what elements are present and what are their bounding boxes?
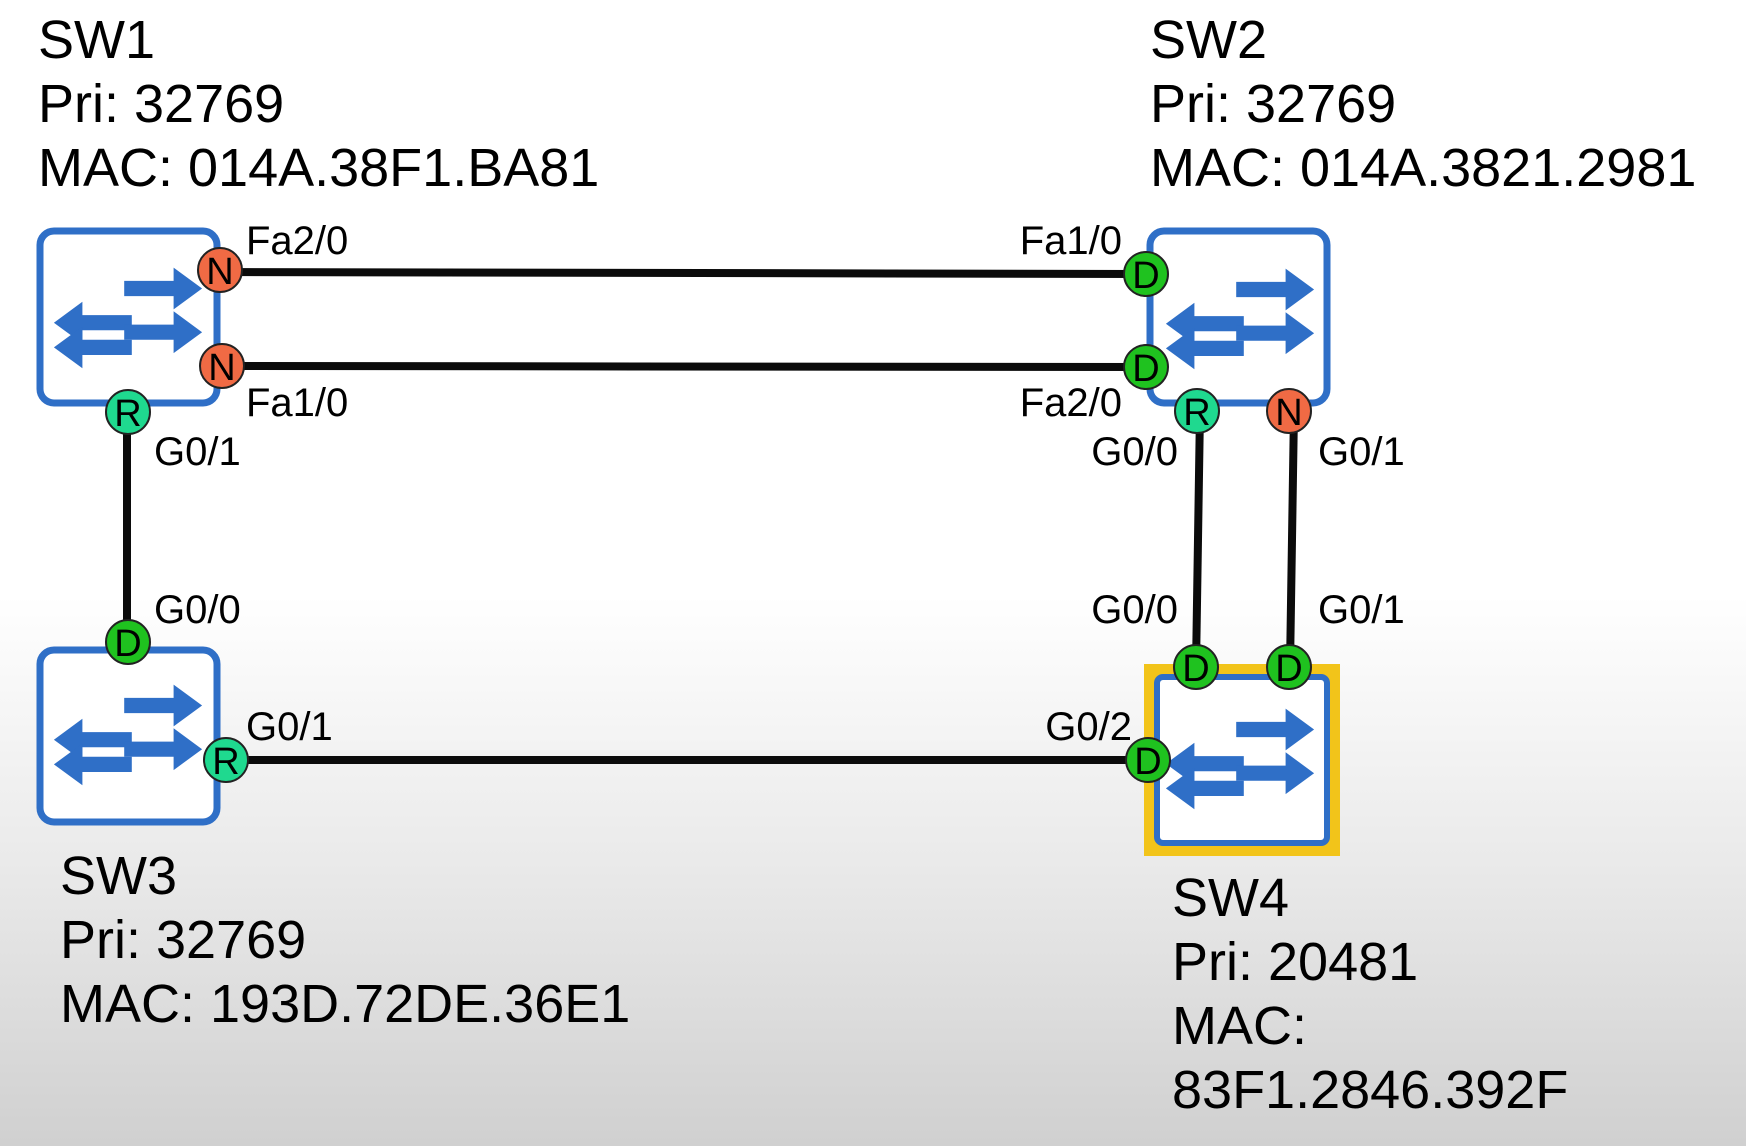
port-role-label: R [114,393,141,435]
port-label-sw3-g0-0: G0/0 [154,588,241,632]
port-label-sw2-g0-1: G0/1 [1318,430,1405,474]
port-label-sw2-fa2-0: Fa2/0 [1019,381,1122,425]
port-marker-sw2-fa2-0[interactable]: D [1123,344,1169,390]
switch-mac: MAC: 014A.3821.2981 [1150,138,1697,198]
port-marker-sw4-g0-2[interactable]: D [1125,737,1171,783]
port-role-label: N [208,347,235,389]
port-role-label: D [1132,348,1159,390]
switch-priority: Pri: 32769 [38,74,285,134]
link-sw2-g0-1-sw4-g0-1 [1286,410,1298,668]
port-role-label: N [206,251,233,293]
link-sw1-fa1-0-sw2-fa2-0 [221,362,1146,371]
switch-sw2[interactable] [1146,227,1331,407]
port-label-sw1-fa1-0: Fa1/0 [246,381,349,425]
port-marker-sw2-g0-1[interactable]: N [1266,388,1312,434]
switch-name: SW2 [1150,10,1268,70]
port-role-label: N [1275,392,1302,434]
switch-priority: Pri: 20481 [1172,932,1419,992]
switch-sw4[interactable] [1144,664,1340,856]
switch-sw3[interactable] [36,646,221,826]
port-role-label: D [1134,741,1161,783]
port-marker-sw2-g0-0[interactable]: R [1174,388,1220,434]
port-label-sw1-fa2-0: Fa2/0 [246,219,349,263]
switch-info-sw2: SW2 Pri: 32769 MAC: 014A.3821.2981 [1150,8,1696,200]
switch-mac: MAC: 193D.72DE.36E1 [60,974,631,1034]
port-role-label: D [1275,648,1302,690]
port-label-sw4-g0-1: G0/1 [1318,588,1405,632]
port-label-sw1-g0-1: G0/1 [154,430,241,474]
port-role-label: D [1132,255,1159,297]
port-marker-sw1-fa2-0[interactable]: N [197,247,243,293]
port-label-sw3-g0-1: G0/1 [246,705,333,749]
port-marker-sw4-g0-1[interactable]: D [1266,644,1312,690]
link-sw1-fa2-0-sw2-fa1-0 [219,268,1146,278]
port-marker-sw3-g0-1[interactable]: R [203,737,249,783]
switch-mac: 83F1.2846.392F [1172,1060,1569,1120]
port-markers: N N R D D R N [105,247,1312,783]
port-label-sw2-g0-0: G0/0 [1091,430,1178,474]
port-marker-sw3-g0-0[interactable]: D [105,619,151,665]
port-role-label: D [114,623,141,665]
switch-info-sw4: SW4 Pri: 20481 MAC: 83F1.2846.392F [1172,866,1568,1122]
switch-mac: MAC: 014A.38F1.BA81 [38,138,600,198]
switch-info-sw3: SW3 Pri: 32769 MAC: 193D.72DE.36E1 [60,844,630,1036]
port-label-sw4-g0-2: G0/2 [1045,705,1132,749]
switch-info-sw1: SW1 Pri: 32769 MAC: 014A.38F1.BA81 [38,8,599,200]
switch-mac-label: MAC: [1172,996,1307,1056]
port-marker-sw4-g0-0[interactable]: D [1173,644,1219,690]
links [123,268,1298,764]
port-role-label: D [1182,648,1209,690]
switch-name: SW1 [38,10,156,70]
switch-priority: Pri: 32769 [1150,74,1397,134]
port-marker-sw1-fa1-0[interactable]: N [199,343,245,389]
switch-name: SW3 [60,846,178,906]
port-marker-sw1-g0-1[interactable]: R [105,389,151,435]
port-role-label: R [212,741,239,783]
switch-priority: Pri: 32769 [60,910,307,970]
port-role-label: R [1183,392,1210,434]
port-label-sw4-g0-0: G0/0 [1091,588,1178,632]
switch-name: SW4 [1172,868,1290,928]
switch-sw1[interactable] [36,227,221,407]
port-label-sw2-fa1-0: Fa1/0 [1019,219,1122,263]
link-sw2-g0-0-sw4-g0-0 [1192,410,1204,668]
port-marker-sw2-fa1-0[interactable]: D [1123,251,1169,297]
